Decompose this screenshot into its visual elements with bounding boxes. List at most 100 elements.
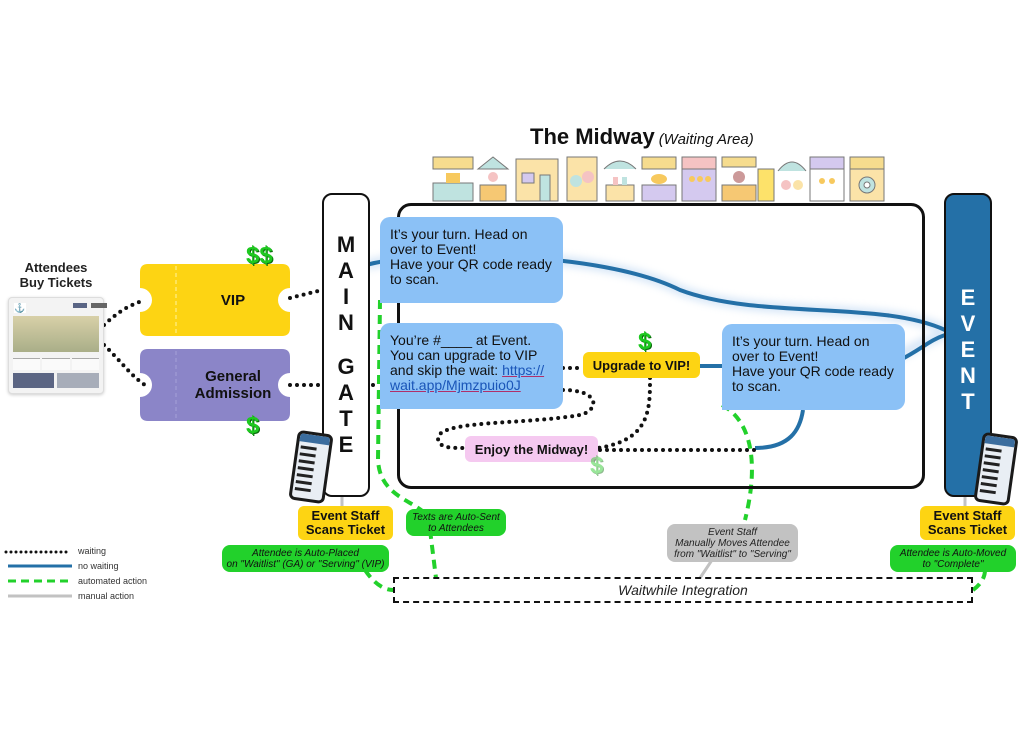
enjoy-to-turn-line bbox=[754, 409, 805, 450]
ga-label-line1: General bbox=[205, 368, 261, 385]
manual-move-note: Event Staff Manually Moves Attendee from… bbox=[667, 524, 798, 562]
legend-no-waiting: no waiting bbox=[78, 561, 119, 571]
staff-line: Scans Ticket bbox=[927, 522, 1008, 537]
upgrade-price-icon: $ bbox=[638, 328, 652, 355]
ice-cream-cone-stall-icon bbox=[566, 156, 598, 202]
gate-letter: I bbox=[342, 284, 350, 309]
bubble-text: and skip the wait: bbox=[390, 362, 503, 378]
main-gate-label: M A I N G A T E bbox=[322, 232, 370, 458]
ga-ticket-label: General Admission bbox=[176, 349, 290, 421]
site-button-2 bbox=[91, 303, 107, 308]
note-line: Event Staff bbox=[708, 526, 757, 538]
legend-automated-action: automated action bbox=[78, 576, 148, 586]
gate-letter: M bbox=[336, 232, 356, 257]
site-to-ga-dots bbox=[102, 343, 147, 387]
site-row bbox=[13, 358, 99, 370]
event-label: E V E N T bbox=[946, 285, 990, 415]
manual-move-line bbox=[698, 559, 714, 579]
title-main: The Midway bbox=[530, 124, 655, 149]
drinks-stall-icon bbox=[603, 160, 637, 202]
bubble-line: Have your QR code ready bbox=[732, 363, 894, 379]
ga-ticket: General Admission bbox=[140, 349, 290, 421]
bubble-line: to scan. bbox=[732, 378, 782, 394]
gate-letter: E bbox=[338, 432, 354, 457]
bubble-line: and skip the wait: https:// bbox=[390, 363, 553, 378]
shop-stall-icon bbox=[515, 158, 559, 202]
ga-wait-text-bubble: You’re #____ at Event. You can upgrade t… bbox=[380, 323, 563, 409]
bubble-line: Have your QR code ready bbox=[390, 256, 552, 272]
note-line: Attendee is Auto-Placed bbox=[252, 547, 359, 559]
vip-turn-text-bubble: It’s your turn. Head on over to Event! H… bbox=[380, 217, 563, 303]
bubble-line: over to Event! bbox=[390, 241, 477, 257]
upgrade-to-vip-button[interactable]: Upgrade to VIP! bbox=[583, 352, 700, 378]
note-line: to Attendees bbox=[428, 522, 484, 534]
auto-moved-line bbox=[971, 569, 987, 592]
prize-stall-icon bbox=[809, 156, 845, 202]
auto-sent-line-2 bbox=[428, 529, 438, 579]
auto-placed-note: Attendee is Auto-Placed on "Waitlist" (G… bbox=[222, 545, 389, 572]
gate-letter: A bbox=[338, 380, 354, 405]
ga-label-line2: Admission bbox=[194, 385, 272, 402]
ticket-website-thumbnail: ⚓ bbox=[8, 297, 107, 394]
staff-line: Event Staff bbox=[311, 508, 380, 523]
note-line: on "Waitlist" (GA) or "Serving" (VIP) bbox=[226, 558, 385, 570]
vip-ticket-label: VIP bbox=[220, 291, 246, 309]
bubble-to-enjoy-dots bbox=[435, 388, 596, 450]
ga-turn-auto-line bbox=[720, 403, 754, 521]
note-line: Texts are Auto-Sent bbox=[412, 511, 500, 523]
staff-line: Event Staff bbox=[933, 508, 1002, 523]
note-line: from "Waitlist" to "Serving" bbox=[674, 548, 791, 560]
ice-cream-stall-icon bbox=[476, 156, 510, 202]
bubble-line: You’re #____ at Event. bbox=[390, 332, 532, 348]
waitwhile-integration-box: Waitwhile Integration bbox=[393, 577, 973, 603]
auto-moved-note: Attendee is Auto-Moved to "Complete" bbox=[890, 545, 1016, 572]
bubble-line: It’s your turn. Head on bbox=[390, 226, 528, 242]
bubble-line: It’s your turn. Head on bbox=[732, 333, 870, 349]
buy-label-line2: Buy Tickets bbox=[19, 275, 93, 290]
legend-manual-action: manual action bbox=[78, 591, 135, 601]
event-letter: E bbox=[960, 285, 976, 310]
event-letter: E bbox=[960, 337, 976, 362]
note-line: Attendee is Auto-Moved bbox=[899, 547, 1007, 559]
site-block-1 bbox=[13, 373, 54, 388]
ice-cream-kiosk-icon bbox=[777, 161, 807, 190]
vip-to-gate-dots bbox=[288, 288, 324, 300]
auto-sent-note: Texts are Auto-Sent to Attendees bbox=[406, 509, 506, 536]
site-hero-image bbox=[13, 316, 99, 352]
event-letter: N bbox=[960, 363, 976, 388]
auto-placed-line bbox=[363, 568, 394, 592]
bubble-line: to scan. bbox=[390, 271, 440, 287]
ga-price-icon: $ bbox=[246, 412, 260, 439]
site-button-1 bbox=[73, 303, 87, 308]
upgrade-link-cont[interactable]: wait.app/Mjmzpuio0J bbox=[390, 377, 521, 393]
balloon-stall-icon bbox=[681, 156, 717, 202]
pie-stall-icon bbox=[641, 156, 677, 202]
buy-label-line1: Attendees bbox=[24, 260, 88, 275]
legend-lines bbox=[4, 550, 72, 598]
bubble-line: over to Event! bbox=[732, 348, 819, 364]
enjoy-price-icon: $ bbox=[590, 452, 604, 479]
legend-waiting: waiting bbox=[78, 546, 107, 556]
upgrade-to-enjoy-dots bbox=[596, 376, 652, 450]
title-sub: (Waiting Area) bbox=[658, 131, 754, 148]
bubble-line: wait.app/Mjmzpuio0J bbox=[390, 378, 553, 393]
buy-tickets-label: Attendees Buy Tickets bbox=[8, 260, 104, 290]
note-line: Manually Moves Attendee bbox=[675, 537, 790, 549]
bakery-stall-icon bbox=[432, 156, 474, 202]
event-letter: T bbox=[961, 389, 975, 414]
staff-line: Scans Ticket bbox=[305, 522, 386, 537]
upgrade-link[interactable]: https:// bbox=[502, 362, 545, 378]
enjoy-midway-label: Enjoy the Midway! bbox=[465, 436, 598, 462]
vip-ticket: VIP bbox=[140, 264, 290, 336]
auto-sent-line-1 bbox=[375, 299, 432, 522]
event-letter: V bbox=[960, 311, 976, 336]
midway-title: The Midway(Waiting Area) bbox=[530, 124, 754, 150]
gate-spacer bbox=[322, 336, 370, 354]
ga-turn-text-bubble: It’s your turn. Head on over to Event! H… bbox=[722, 324, 905, 410]
bubble-line: You can upgrade to VIP bbox=[390, 347, 538, 363]
event-staff-scans-label: Event Staff Scans Ticket bbox=[920, 506, 1015, 540]
vip-price-icon: $$ bbox=[246, 242, 273, 269]
site-block-2 bbox=[57, 373, 99, 388]
note-line: to "Complete" bbox=[922, 558, 984, 570]
gate-letter: G bbox=[337, 354, 355, 379]
